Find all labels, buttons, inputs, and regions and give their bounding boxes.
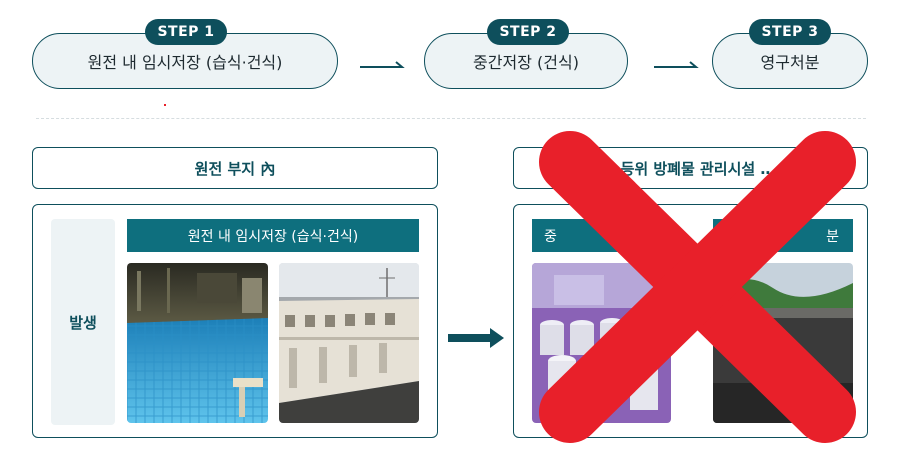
step-1-label: 원전 내 임시저장 (습식·건식)	[87, 53, 283, 72]
generation-label: 발생	[69, 313, 97, 332]
step-2-label: 중간저장 (건식)	[473, 53, 579, 72]
arrow-right-icon	[654, 61, 699, 68]
big-arrow-right-icon	[448, 328, 504, 348]
cross-mark-icon	[539, 131, 856, 443]
step-3-label: 영구처분	[760, 53, 820, 72]
divider	[36, 118, 866, 119]
arrow-right-icon	[360, 61, 405, 68]
step-2-badge: STEP 2	[487, 19, 569, 45]
right-label-right-text: 분	[826, 228, 839, 245]
left-section-title: 원전 부지 內	[32, 147, 438, 189]
wet-storage-pool-image	[127, 263, 268, 423]
right-section-title-text: …등위 방폐물 관리시설 …	[605, 159, 776, 178]
step-2-box: 중간저장 (건식)	[424, 33, 628, 89]
dot-mark	[164, 104, 166, 106]
dry-storage-building-image	[279, 263, 419, 423]
right-label-left-text: 중	[544, 228, 557, 245]
storage-label-text: 원전 내 임시저장 (습식·건식)	[187, 228, 359, 245]
step-3-badge: STEP 3	[749, 19, 831, 45]
left-section-title-text: 원전 부지 內	[194, 159, 276, 178]
storage-label: 원전 내 임시저장 (습식·건식)	[127, 219, 419, 252]
generation-box: 발생	[51, 219, 115, 425]
step-1-badge: STEP 1	[145, 19, 227, 45]
